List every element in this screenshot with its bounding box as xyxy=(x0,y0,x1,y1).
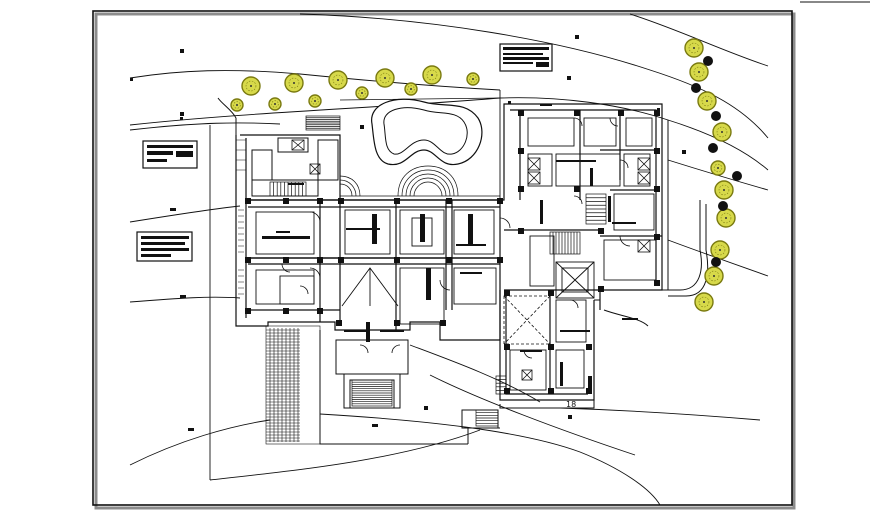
tree-icon xyxy=(710,240,730,260)
tree-icon xyxy=(697,91,717,111)
ramp-left xyxy=(265,325,321,445)
frame-outer-border xyxy=(94,12,796,510)
stair-icon xyxy=(549,231,581,255)
shrub-icon xyxy=(732,171,742,181)
tree-icon xyxy=(712,122,732,142)
interior-partitions xyxy=(255,117,657,391)
shrub-icon xyxy=(691,83,701,93)
site-contours xyxy=(129,13,769,506)
stair-icon xyxy=(495,375,507,395)
tree-icon xyxy=(328,70,348,90)
tree-icon xyxy=(375,68,395,88)
courtyard-roof xyxy=(341,261,595,307)
wing-edge xyxy=(236,139,246,295)
walkway xyxy=(499,120,709,409)
stair-icon-main xyxy=(269,115,607,427)
annotation-marks xyxy=(130,35,686,431)
tree-icon xyxy=(694,292,714,312)
tree-icon xyxy=(308,94,322,108)
swimming-pool xyxy=(339,97,501,197)
tree-icon xyxy=(684,38,704,58)
legend-block-left-lower xyxy=(136,231,193,262)
entrance-block xyxy=(319,330,500,445)
tree-icon xyxy=(422,65,442,85)
tree-icon xyxy=(704,266,724,286)
stair-icon xyxy=(475,409,499,427)
tree-icon xyxy=(241,76,261,96)
fixtures xyxy=(291,139,651,381)
stair-icon xyxy=(585,193,607,225)
tree-icon xyxy=(689,62,709,82)
structural-columns xyxy=(245,110,660,394)
landscape-trees xyxy=(230,38,742,312)
tree-icon xyxy=(466,72,480,86)
stair-icon xyxy=(305,115,341,131)
room-labels xyxy=(262,104,638,390)
shrub-icon xyxy=(708,143,718,153)
legend-block-left-upper xyxy=(142,140,198,169)
tree-icon xyxy=(230,98,244,112)
pool-steps xyxy=(339,165,459,197)
tree-icon xyxy=(404,82,418,96)
tree-icon xyxy=(284,73,304,93)
shrub-icon xyxy=(711,257,721,267)
tree-icon xyxy=(268,97,282,111)
frame-inner-border xyxy=(92,10,793,506)
x-void xyxy=(503,295,551,345)
upper-left-rooms xyxy=(217,97,339,197)
sheet-number: 18 xyxy=(566,400,576,409)
tree-icon xyxy=(716,208,736,228)
tree-icon xyxy=(714,180,734,200)
tree-icon xyxy=(355,86,369,100)
tree-icon xyxy=(710,160,726,176)
shrub-icon xyxy=(703,56,713,66)
door-swings xyxy=(281,117,631,359)
shrub-icon xyxy=(711,111,721,121)
shrub-icon xyxy=(718,201,728,211)
legend-block-top xyxy=(499,43,553,72)
